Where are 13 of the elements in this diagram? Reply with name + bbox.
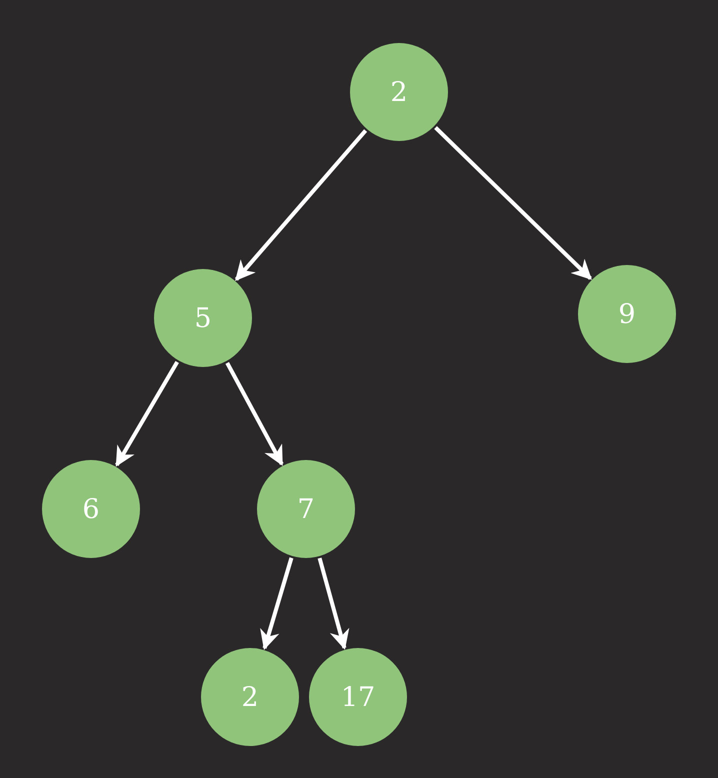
tree-node-circle: 5 <box>154 269 252 367</box>
arrow <box>225 362 284 466</box>
tree-node-circle: 2 <box>350 43 448 141</box>
arrow <box>318 558 350 650</box>
arrow <box>234 129 368 281</box>
arrow <box>260 557 294 650</box>
arrow <box>434 126 592 280</box>
tree-node-circle: 2 <box>201 648 299 746</box>
tree-node-circle: 7 <box>257 460 355 558</box>
tree-node-circle: 6 <box>42 460 140 558</box>
tree-node-circle: 9 <box>578 265 676 363</box>
arrow <box>115 360 179 467</box>
tree-node-circle: 17 <box>309 648 407 746</box>
